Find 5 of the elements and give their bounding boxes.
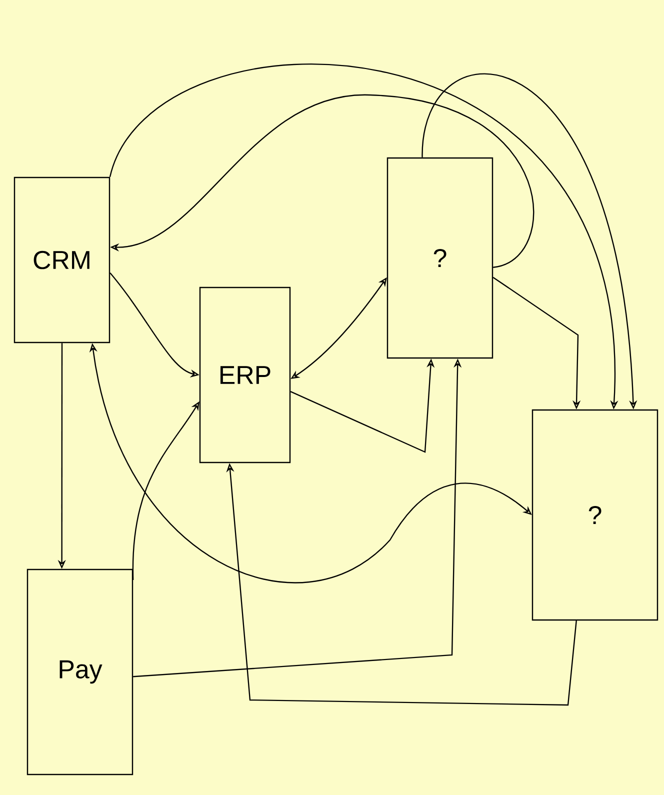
system-box: Pay	[26, 568, 134, 776]
system-box: CRM	[14, 176, 110, 344]
system-box: ?	[532, 409, 658, 621]
system-box: ?	[386, 157, 494, 359]
system-box: ERP	[199, 286, 291, 464]
